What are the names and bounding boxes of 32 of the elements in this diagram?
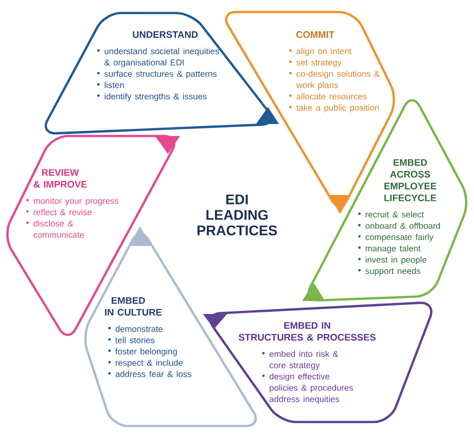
segment-heading: UNDERSTAND — [132, 31, 198, 38]
cycle-segment — [44, 12, 279, 134]
bullet-item: respect & include — [108, 360, 183, 368]
bullet-item: invest in people — [358, 256, 426, 264]
bullet-item: support needs — [358, 268, 420, 276]
bullet-item: tell stories — [108, 336, 155, 344]
bullet-item: identify strengths & issues — [97, 93, 207, 102]
segment-heading: REVIEW & IMPROVE — [34, 169, 87, 188]
bullet-item: surface structures & patterns — [97, 70, 217, 78]
segment-heading: COMMIT — [296, 31, 334, 38]
bullet-item: listen — [97, 82, 124, 88]
bullet-item: monitor your progress — [26, 198, 118, 206]
cycle-segment — [203, 302, 432, 424]
bullet-item: manage talent — [358, 245, 421, 254]
center-title: EDI LEADING PRACTICES — [198, 194, 277, 236]
bullet-item: compensate fairly — [358, 234, 434, 242]
bullet-item: demonstrate — [108, 326, 163, 332]
bullet-item: reflect & revise — [26, 208, 92, 216]
bullet-item: address fear & loss — [108, 370, 192, 378]
bullet-item: allocate resources — [289, 93, 367, 100]
bullet-item: disclose & communicate — [26, 220, 84, 238]
bullet-item: align on intent — [289, 48, 352, 56]
bullet-item: recruit & select — [358, 211, 424, 218]
segment-heading: EMBED IN STRUCTURES & PROCESSES — [238, 322, 376, 341]
segment-heading: EMBED ACROSS EMPLOYEE LIFECYCLE — [384, 159, 436, 202]
segment-heading: EMBED IN CULTURE — [105, 297, 162, 316]
bullet-item: take a public position — [289, 104, 379, 112]
bullet-item: foster belonging — [108, 348, 177, 356]
cycle-segment — [6, 134, 180, 336]
bullet-item: set strategy — [289, 60, 342, 68]
bullet-item: address inequities — [262, 396, 340, 404]
bullet-item: onboard & offboard — [358, 222, 440, 229]
